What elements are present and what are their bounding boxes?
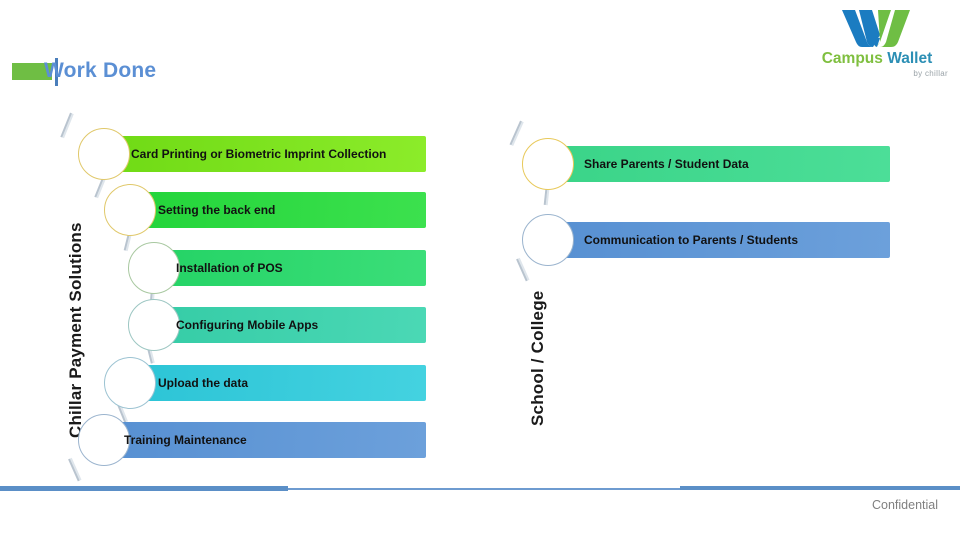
right-step-bar-2[interactable] xyxy=(551,222,890,258)
left-step-label-6: Training Maintenance xyxy=(124,433,247,447)
logo-mark-icon xyxy=(842,10,910,47)
left-step-bar-1[interactable] xyxy=(107,136,426,172)
left-step-label-4: Configuring Mobile Apps xyxy=(176,318,319,332)
right-step-label-2: Communication to Parents / Students xyxy=(584,233,799,247)
logo-word-wallet: Wallet xyxy=(887,50,933,67)
logo-word-campus: Campus xyxy=(821,50,888,67)
left-step-label-2: Setting the back end xyxy=(158,203,276,217)
left-step-connector-1-1 xyxy=(60,112,72,138)
logo-tagline: by chillar xyxy=(913,69,948,78)
right-step-label-1: Share Parents / Student Data xyxy=(584,157,749,171)
left-step-bar-6[interactable] xyxy=(107,422,426,458)
left-step-node-4[interactable] xyxy=(128,299,180,351)
left-step-bar-4[interactable] xyxy=(152,307,426,343)
left-column-label: Chillar Payment Solutions xyxy=(66,222,85,438)
left-step-node-6[interactable] xyxy=(78,414,130,466)
right-step-node-2[interactable] xyxy=(522,214,574,266)
right-column-label: School / College xyxy=(528,290,547,426)
right-step-node-1[interactable] xyxy=(522,138,574,190)
campus-wallet-logo: Campus Wallet by chillar xyxy=(802,6,952,88)
left-step-node-2[interactable] xyxy=(104,184,156,236)
left-step-bar-5[interactable] xyxy=(133,365,426,401)
left-step-label-5: Upload the data xyxy=(158,376,249,390)
left-step-node-5[interactable] xyxy=(104,357,156,409)
title-divider-bar xyxy=(55,58,58,86)
right-step-connector-1-1 xyxy=(509,120,522,146)
left-step-label-3: Installation of POS xyxy=(176,261,283,275)
left-step-node-1[interactable] xyxy=(78,128,130,180)
left-step-label-1: Card Printing or Biometric Imprint Colle… xyxy=(131,147,387,161)
page-title: Work Done xyxy=(44,59,157,82)
confidential-label: Confidential xyxy=(871,498,938,512)
left-step-bar-2[interactable] xyxy=(133,192,426,228)
right-step-connector-2-1 xyxy=(516,258,528,282)
logo-wordmark: Campus Wallet xyxy=(802,50,952,68)
footer-rule-middle xyxy=(288,488,680,490)
right-step-bar-1[interactable] xyxy=(551,146,890,182)
title-accent-marker xyxy=(12,63,52,80)
left-step-connector-6-1 xyxy=(68,458,80,482)
footer-rule-left xyxy=(0,486,288,491)
footer-rule-right xyxy=(680,486,960,490)
left-step-node-3[interactable] xyxy=(128,242,180,294)
left-step-bar-3[interactable] xyxy=(152,250,426,286)
